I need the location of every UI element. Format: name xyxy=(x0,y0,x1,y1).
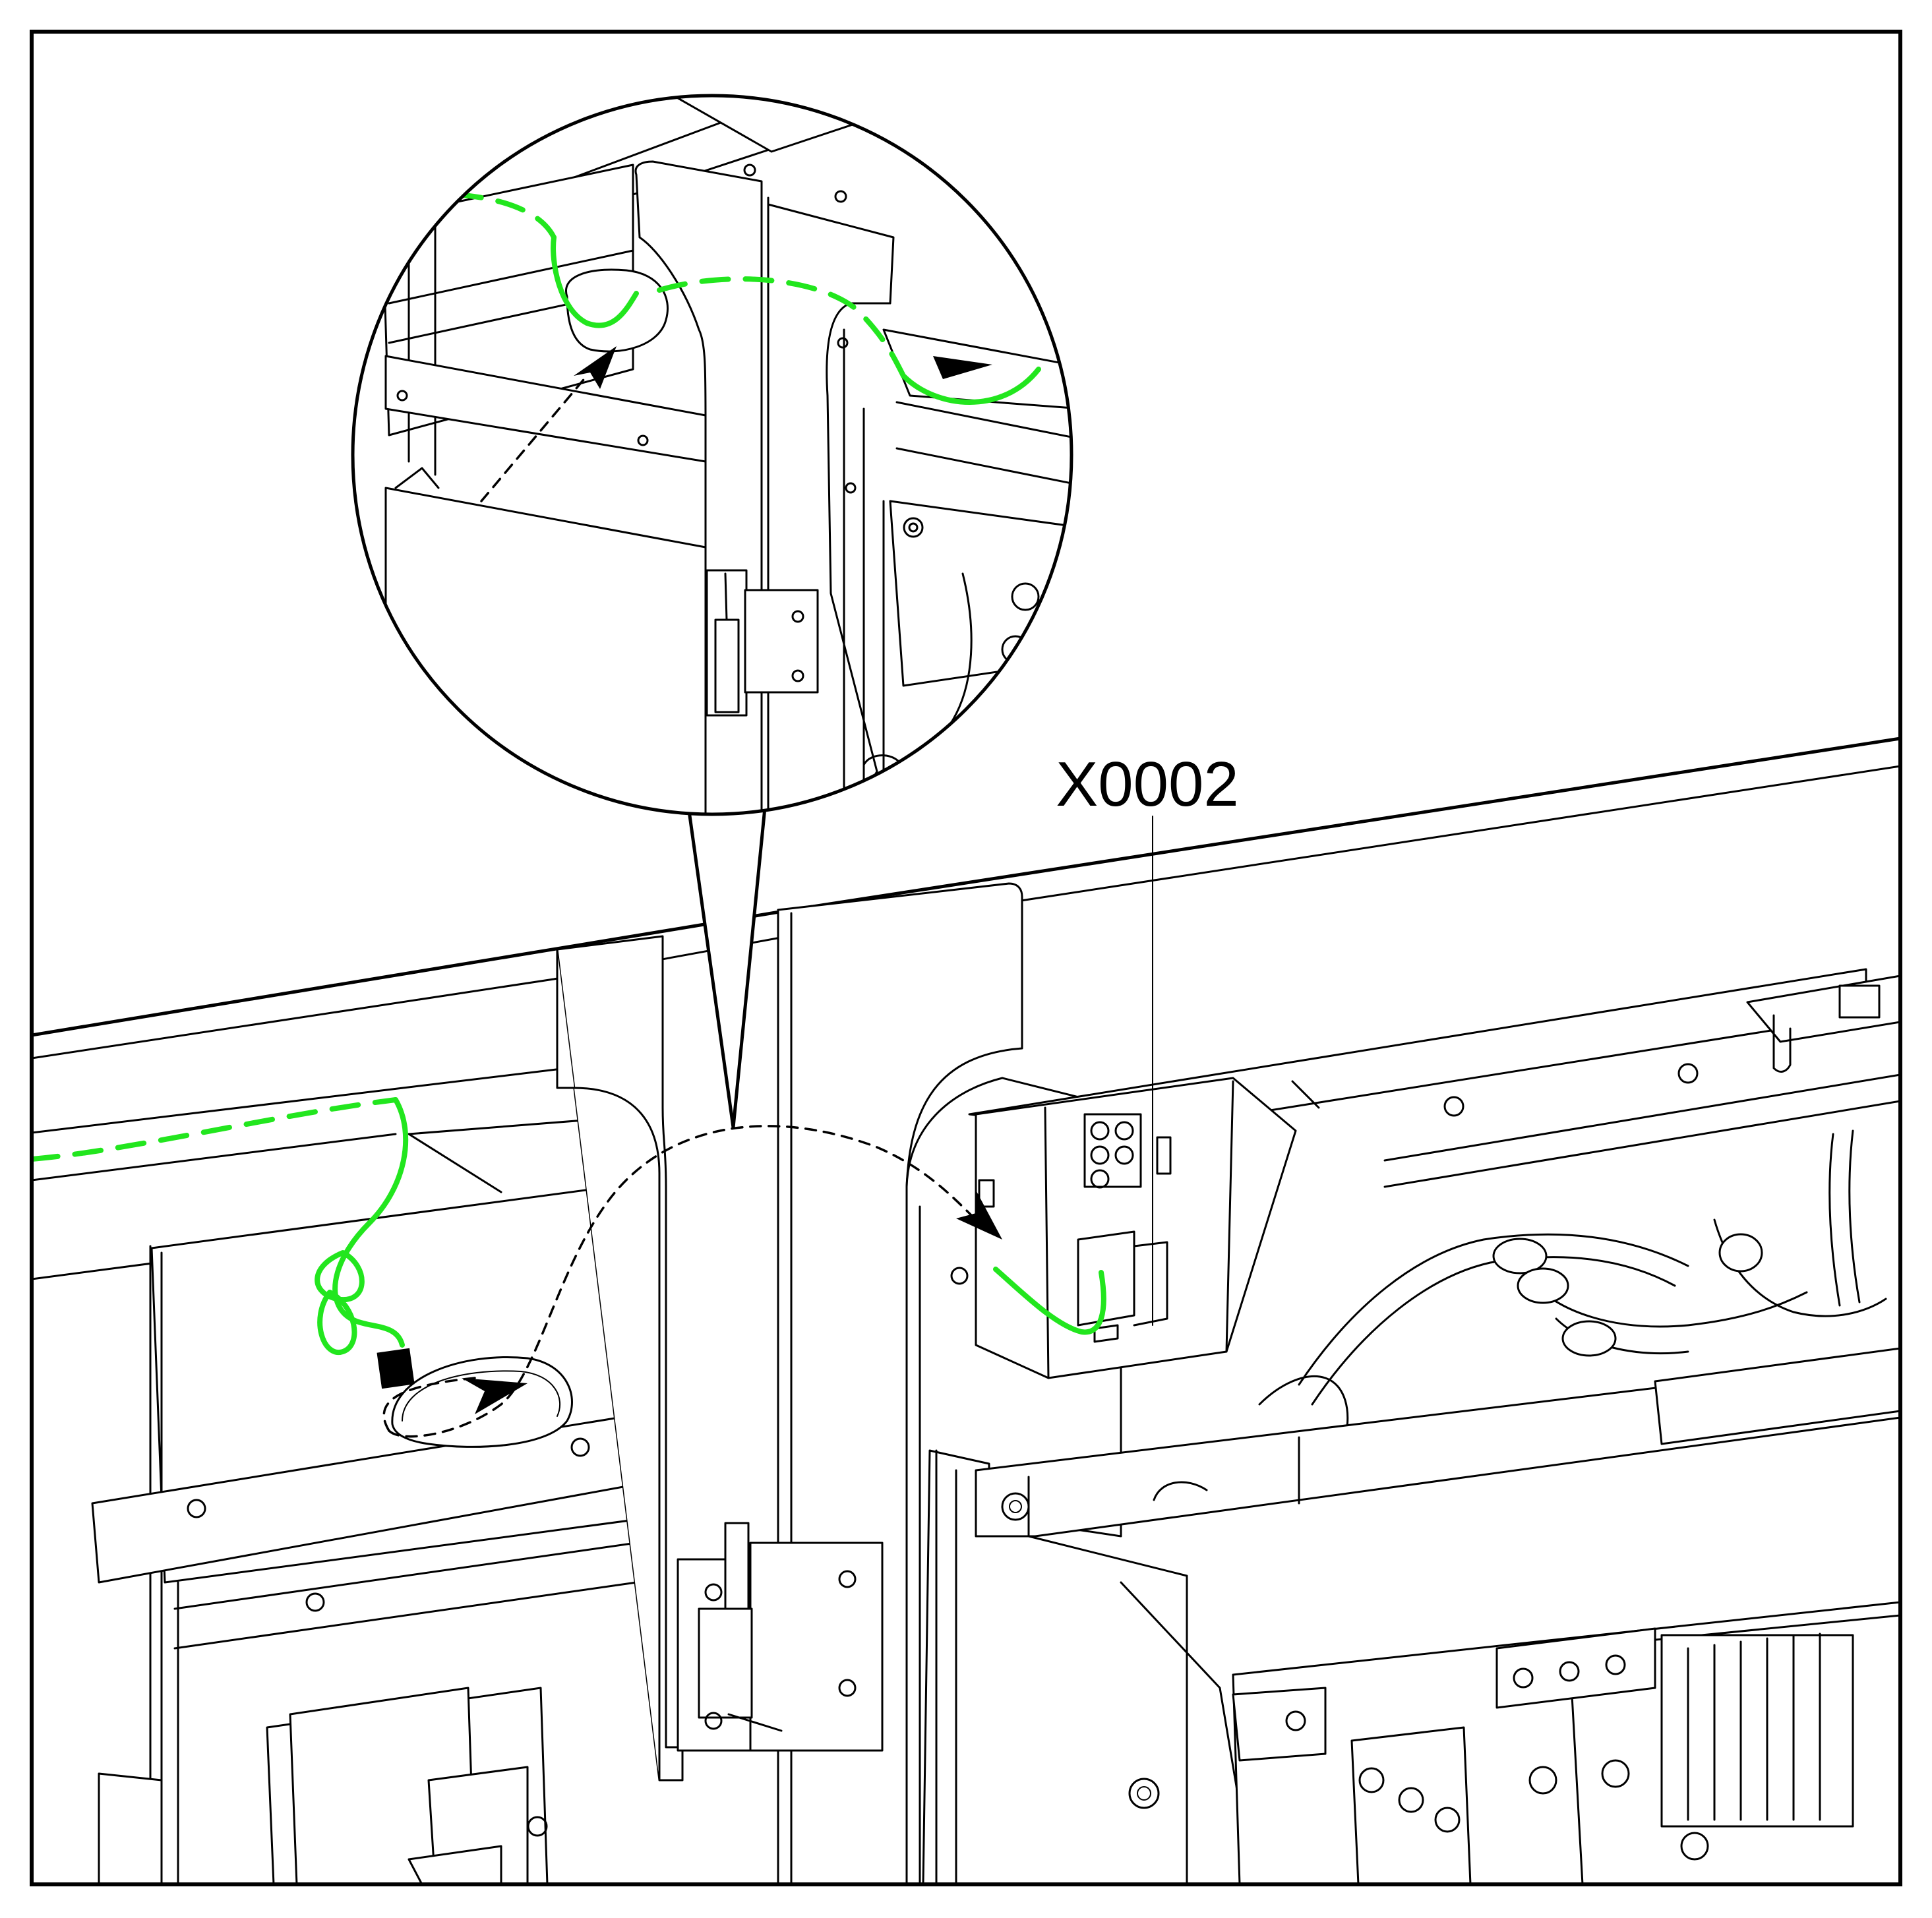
bracket-hole xyxy=(305,1592,325,1612)
terminal xyxy=(1559,1661,1580,1682)
rail-slot xyxy=(1838,984,1881,1019)
relay-knob xyxy=(1398,1787,1424,1813)
right-door-rail xyxy=(919,1205,957,1884)
central-panel-front xyxy=(556,949,661,1780)
rail-hole xyxy=(1443,1096,1464,1117)
green-cable-connector xyxy=(993,1267,1106,1335)
square-marker-icon xyxy=(377,1348,415,1389)
right-rail xyxy=(1291,1073,1900,1188)
rail-notch xyxy=(1153,1481,1208,1501)
relay-block xyxy=(1232,1687,1327,1762)
callout-label: X0002 xyxy=(1056,749,1239,820)
lower-left-plate xyxy=(98,1772,163,1884)
figure-frame xyxy=(30,30,1902,1886)
door-hinge xyxy=(677,1522,884,1752)
bolt xyxy=(1528,1766,1557,1795)
arrow-icon xyxy=(462,1378,528,1414)
cabinet-top-edge-inner xyxy=(32,765,1900,1060)
terminal xyxy=(1605,1654,1626,1675)
green-cable-dashed xyxy=(32,1097,398,1162)
lower-left-box-top xyxy=(289,1687,476,1884)
bracket-hole xyxy=(950,1267,969,1285)
bracket-hole xyxy=(570,1437,590,1457)
zoom-pointer xyxy=(687,806,767,1128)
bolt xyxy=(1128,1778,1160,1809)
zoom-detail-view xyxy=(351,94,1073,816)
bolt xyxy=(1680,1832,1709,1861)
heatsink xyxy=(1660,1634,1854,1828)
terminal xyxy=(1513,1667,1534,1689)
terminal-strip xyxy=(1495,1627,1656,1709)
left-bracket-lower xyxy=(173,1538,661,1650)
bolt xyxy=(1601,1759,1630,1788)
module-screw xyxy=(527,1816,548,1837)
bracket-slot xyxy=(978,1179,995,1208)
bracket-hole xyxy=(187,1499,206,1518)
cable-route-path xyxy=(388,1125,977,1438)
rail-screw xyxy=(1001,1492,1030,1521)
bolt xyxy=(1137,1786,1151,1801)
rail-screw xyxy=(1009,1500,1022,1513)
heatsink-fins xyxy=(1687,1633,1821,1821)
relay-row xyxy=(1350,1726,1472,1884)
lower-left-slant xyxy=(408,1845,502,1884)
cable-pass-through-inner xyxy=(402,1370,561,1422)
relay-screw xyxy=(1285,1710,1306,1731)
rail-hole xyxy=(1677,1063,1699,1084)
rail-clip xyxy=(1772,1014,1792,1073)
main-assembly-view: X0002 xyxy=(32,736,1900,1884)
wiring-harness xyxy=(1258,1129,1887,1439)
relay-knob xyxy=(1358,1767,1385,1793)
connector-box-inner xyxy=(1044,1080,1234,1379)
relay-knob xyxy=(1434,1807,1461,1833)
arrow-icon xyxy=(933,356,992,379)
lower-right-frame xyxy=(1027,1535,1254,1884)
cable-route-path xyxy=(382,1377,476,1432)
connector-x0002 xyxy=(1077,1113,1172,1343)
arrow-icon xyxy=(956,1190,1002,1240)
right-plate xyxy=(1654,1347,1900,1445)
arrow-icon xyxy=(574,346,617,389)
green-cable-coil xyxy=(315,1250,365,1356)
green-cable-solid xyxy=(332,1097,409,1348)
